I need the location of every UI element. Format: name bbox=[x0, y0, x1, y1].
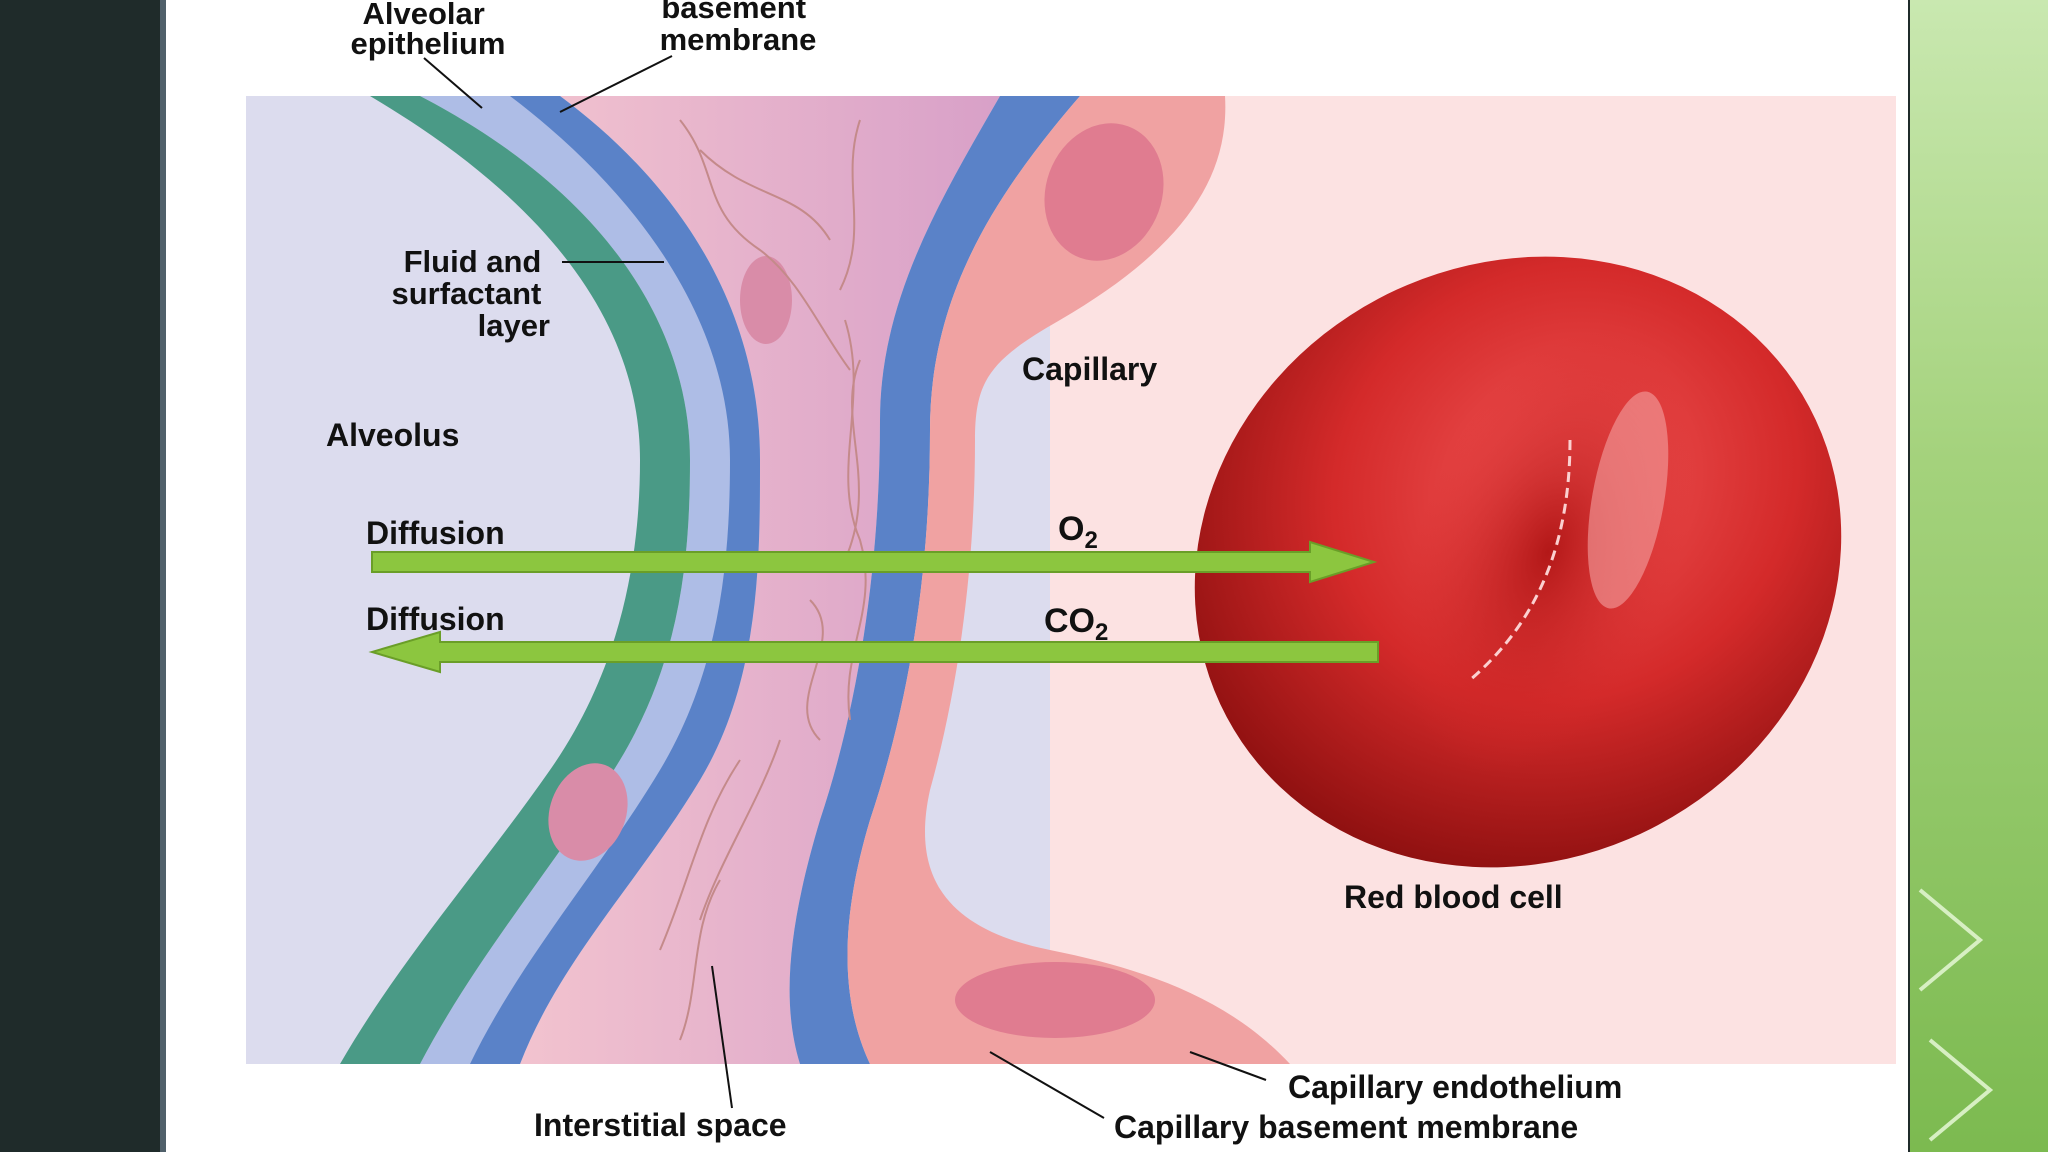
o2-label: O2 bbox=[1058, 510, 1098, 554]
red-blood-cell-label: Red blood cell bbox=[1344, 879, 1563, 915]
capillary-endothelium-label: Capillary endothelium bbox=[1288, 1069, 1622, 1105]
diagram-illustration bbox=[246, 96, 1896, 1064]
o2-diffusion-arrow-icon bbox=[371, 540, 1378, 584]
fluid-surfactant-layer-label: Fluid and surfactant layer bbox=[392, 244, 551, 343]
alveolar-basement-membrane bbox=[420, 96, 760, 1064]
endothelial-nucleus bbox=[955, 962, 1155, 1038]
co2-diffusion-arrow-icon bbox=[368, 630, 1379, 674]
interstitial-fibers bbox=[659, 119, 867, 1041]
capillary-label: Capillary bbox=[1022, 351, 1157, 387]
alveolar-basement-blue-line bbox=[470, 96, 760, 1064]
alveolar-epithelium-band bbox=[340, 96, 690, 1064]
leader-lines bbox=[423, 55, 1267, 1119]
capillary-basement-membrane-band bbox=[789, 96, 1080, 1064]
alveolus-label: Alveolus bbox=[326, 417, 459, 453]
red-blood-cell-highlight bbox=[1587, 391, 1669, 609]
chevron-decoration-icon bbox=[1918, 888, 1994, 1142]
capillary-basement-membrane-label: Capillary basement membrane bbox=[1114, 1109, 1578, 1145]
epithelial-nucleus bbox=[548, 763, 628, 861]
slide-border bbox=[160, 0, 166, 1152]
alveolar-epithelium-label: Alveolar epithelium bbox=[350, 0, 505, 61]
red-blood-cell-shine bbox=[1469, 439, 1572, 682]
left-dark-bar bbox=[0, 0, 160, 1152]
co2-label: CO2 bbox=[1044, 602, 1108, 646]
interstitial-space-label: Interstitial space bbox=[534, 1107, 787, 1143]
interstitial-space-region bbox=[520, 96, 1000, 1064]
basement-membrane-label: basement membrane bbox=[660, 0, 817, 57]
epithelial-nucleus bbox=[740, 256, 792, 344]
capillary-endothelium-band bbox=[847, 96, 1290, 1064]
endothelial-nucleus bbox=[1044, 123, 1164, 261]
diffusion-out-label: Diffusion bbox=[366, 601, 505, 637]
diffusion-in-label: Diffusion bbox=[366, 515, 505, 551]
right-decorative-panel bbox=[1910, 0, 2048, 1152]
